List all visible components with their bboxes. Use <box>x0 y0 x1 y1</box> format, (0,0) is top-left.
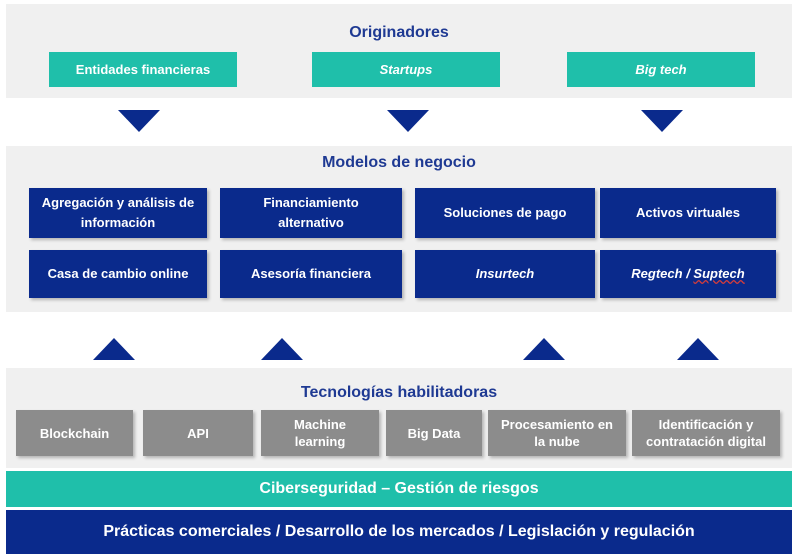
tec-blockchain: Blockchain <box>16 410 133 456</box>
tec-procesamiento-nube: Procesamiento en la nube <box>488 410 626 456</box>
modelo-activos-virtuales: Activos virtuales <box>600 188 776 238</box>
arrow-down-1 <box>118 110 160 132</box>
ciberseguridad-band: Ciberseguridad – Gestión de riesgos <box>6 471 792 507</box>
modelos-panel: Modelos de negocio Agregación y análisis… <box>6 146 792 312</box>
arrow-up-3 <box>523 338 565 360</box>
originador-big-tech: Big tech <box>567 52 755 87</box>
originadores-panel: Originadores Entidades financieras Start… <box>6 4 792 98</box>
tecnologias-title: Tecnologías habilitadoras <box>300 384 498 401</box>
modelo-casa-cambio: Casa de cambio online <box>29 250 207 298</box>
modelo-agregacion: Agregación y análisis de información <box>29 188 207 238</box>
tec-big-data: Big Data <box>386 410 482 456</box>
originador-entidades-financieras: Entidades financieras <box>49 52 237 87</box>
originadores-title: Originadores <box>349 24 449 41</box>
modelos-title: Modelos de negocio <box>322 154 476 171</box>
modelo-financiamiento: Financiamiento alternativo <box>220 188 402 238</box>
arrow-up-2 <box>261 338 303 360</box>
originador-startups: Startups <box>312 52 500 87</box>
regtech-label: Regtech <box>631 266 683 281</box>
modelo-insurtech: Insurtech <box>415 250 595 298</box>
modelo-soluciones-pago: Soluciones de pago <box>415 188 595 238</box>
tec-identificacion-digital: Identificación y contratación digital <box>632 410 780 456</box>
arrow-down-2 <box>387 110 429 132</box>
modelo-regtech-suptech: Regtech / Suptech <box>600 250 776 298</box>
tecnologias-panel: Tecnologías habilitadoras Blockchain API… <box>6 368 792 468</box>
tec-api: API <box>143 410 253 456</box>
arrow-up-1 <box>93 338 135 360</box>
regtech-separator: / <box>682 266 694 281</box>
tec-machine-learning: Machine learning <box>261 410 379 456</box>
arrow-up-4 <box>677 338 719 360</box>
practicas-band: Prácticas comerciales / Desarrollo de lo… <box>6 510 792 554</box>
arrow-down-3 <box>641 110 683 132</box>
suptech-label: Suptech <box>693 266 745 281</box>
modelo-asesoria: Asesoría financiera <box>220 250 402 298</box>
